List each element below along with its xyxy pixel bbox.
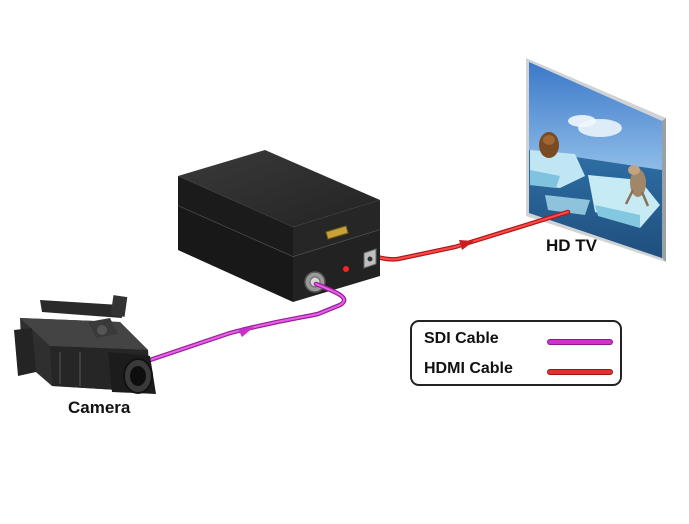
cable-legend: SDI Cable HDMI Cable — [410, 320, 622, 386]
legend-item-sdi: SDI Cable — [424, 330, 614, 352]
legend-swatch-sdi — [548, 340, 612, 344]
power-led-icon — [343, 266, 349, 272]
converter-box-icon — [177, 150, 381, 302]
legend-label-hdmi: HDMI Cable — [424, 360, 513, 377]
legend-label-sdi: SDI Cable — [424, 330, 499, 347]
legend-item-hdmi: HDMI Cable — [424, 360, 614, 382]
video-camera-icon — [14, 295, 156, 394]
hd-tv-label: HD TV — [546, 236, 597, 255]
hd-tv-icon — [526, 58, 666, 262]
hdmi-direction-arrow — [459, 240, 474, 250]
legend-swatch-hdmi — [548, 370, 612, 374]
sdi-cable — [147, 281, 347, 363]
camera-label: Camera — [68, 398, 131, 417]
sdi-direction-arrow — [238, 327, 254, 337]
